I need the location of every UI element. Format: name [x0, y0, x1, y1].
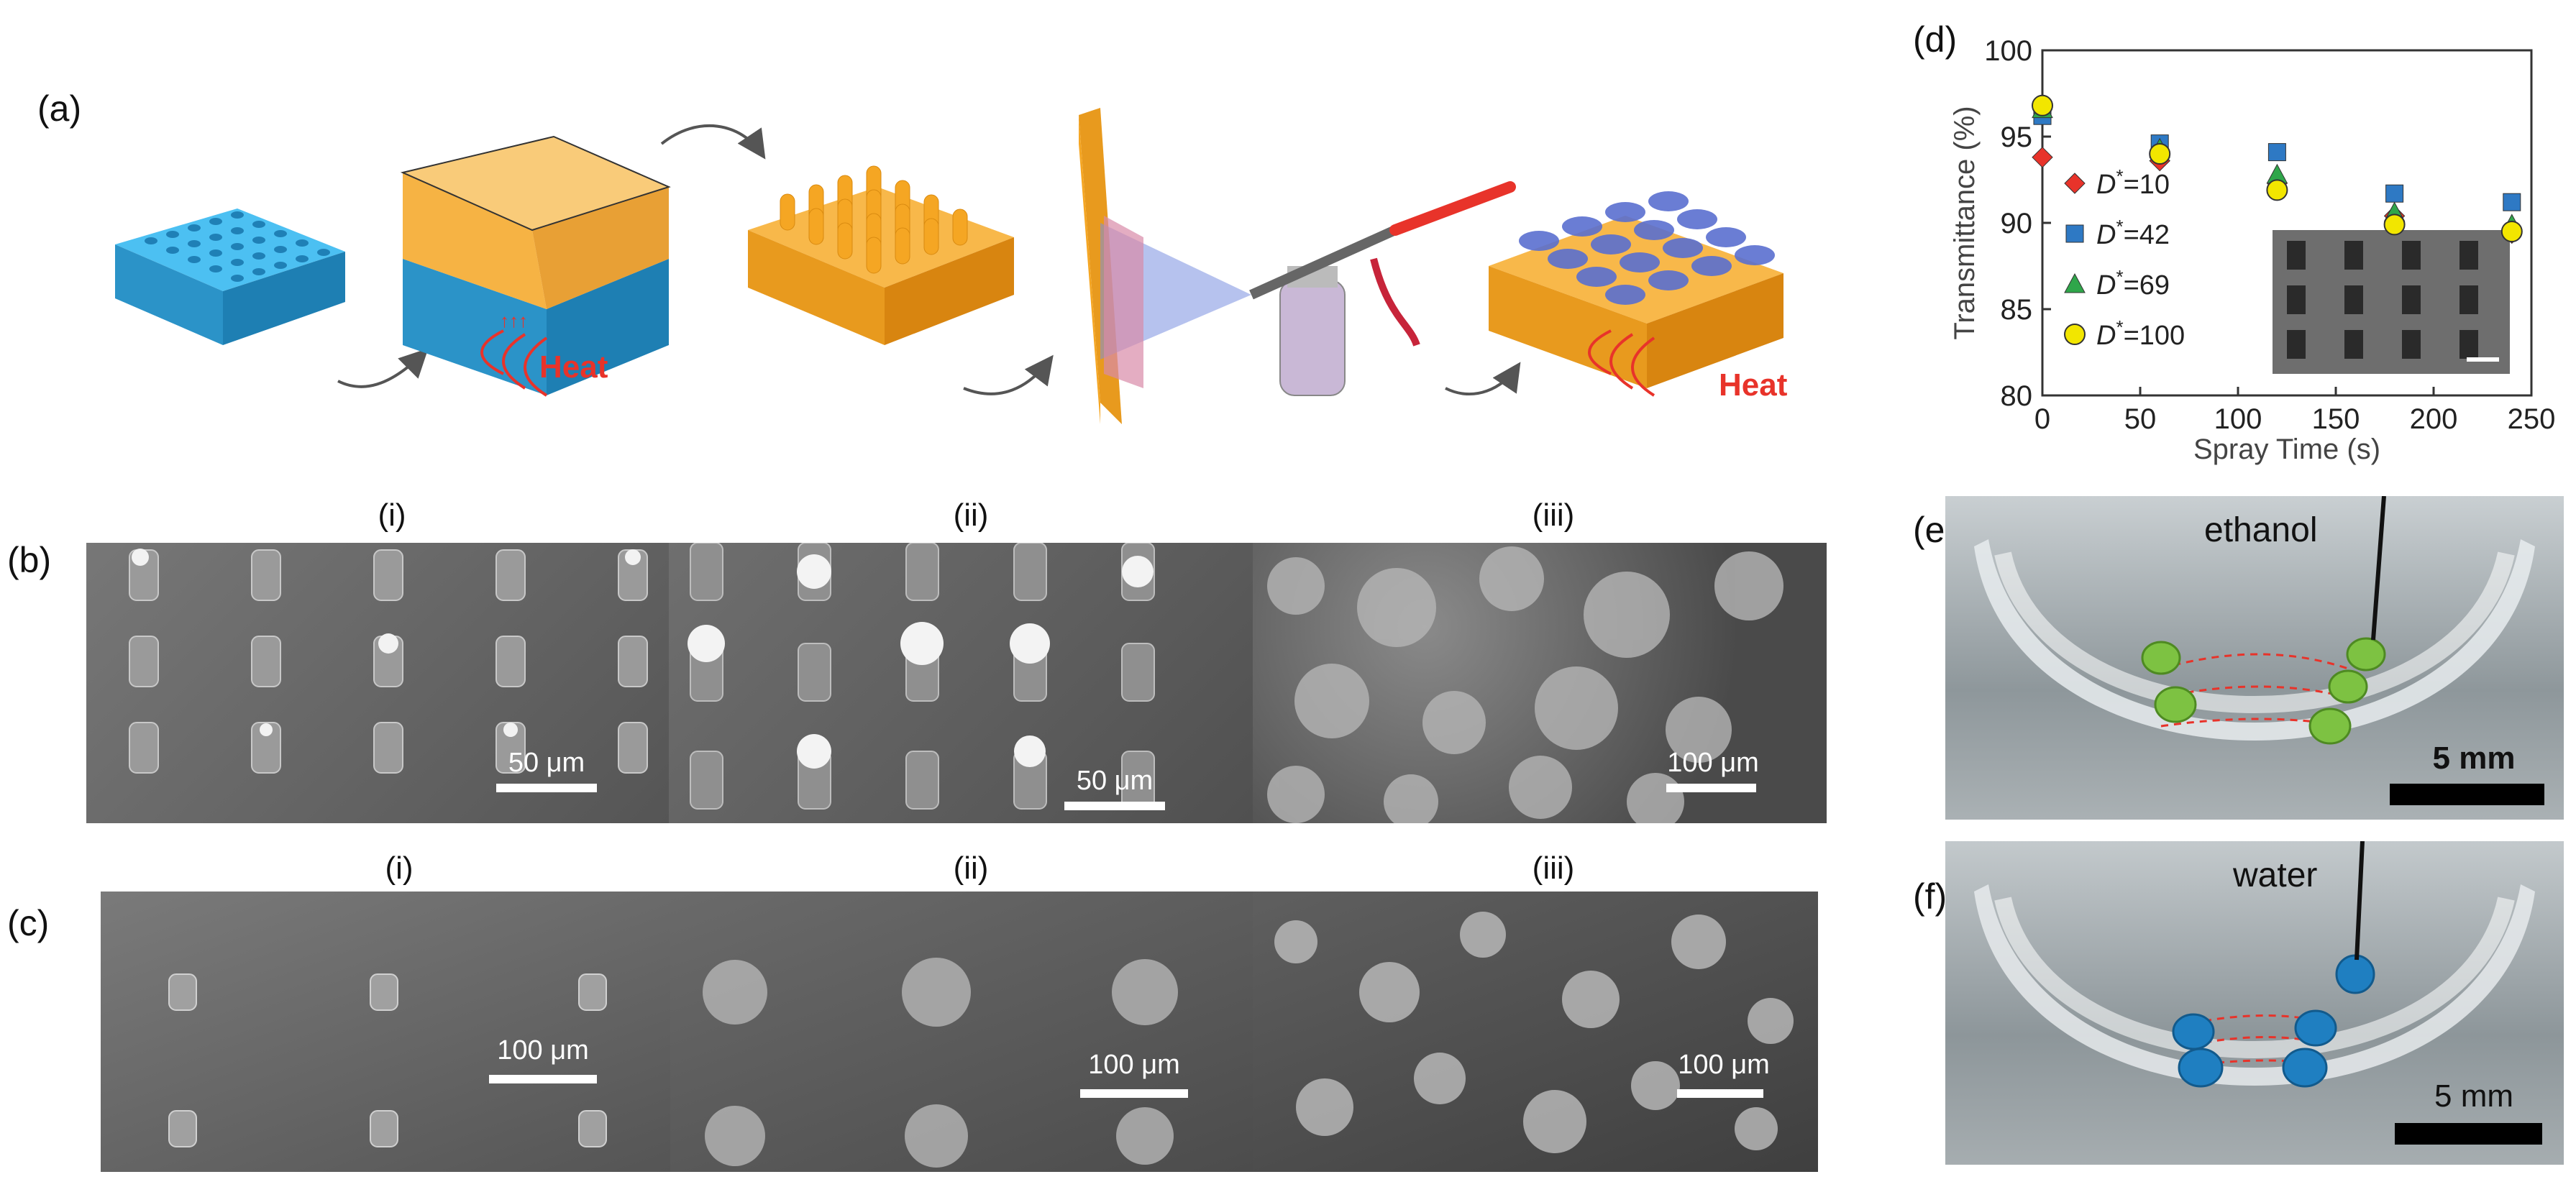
- sem-image-c-i: 100 μm: [101, 892, 670, 1172]
- inset-pillar: [2344, 285, 2363, 314]
- legend-label: D*=100: [2096, 316, 2185, 351]
- scalebar-f: [2395, 1123, 2542, 1145]
- panel-f-label: (f): [1913, 876, 1947, 917]
- coated-pillar-array: [1489, 191, 1783, 397]
- inset-pillar: [2287, 241, 2306, 270]
- scalebar-label-b-i: 50 μm: [508, 748, 585, 778]
- pdms-pillar-array: [748, 165, 1014, 345]
- pillar-pattern-c-i: [168, 973, 607, 1147]
- inset-pillar: [2402, 285, 2421, 314]
- inset-pillar: [2344, 330, 2363, 359]
- x-tick-label: 0: [2034, 403, 2050, 435]
- photo-ethanol-droplets: ethanol 5 mm: [1945, 496, 2564, 820]
- pillar-pattern-b-i: [129, 549, 648, 774]
- scalebar-label-c-i: 100 μm: [497, 1035, 589, 1065]
- x-tick-label: 50: [2124, 403, 2157, 435]
- scalebar-e: [2390, 784, 2544, 805]
- panel-b-sub-i: (i): [378, 498, 406, 533]
- data-point-circle: [2149, 143, 2171, 165]
- inset-pillar: [2402, 241, 2421, 270]
- data-point-square: [2503, 193, 2521, 211]
- data-point-square: [2267, 143, 2286, 162]
- cluster-pattern-c-iii: [1274, 912, 1794, 1153]
- channel-illustration-e: [1974, 496, 2535, 745]
- panel-c-sub-iii: (iii): [1532, 851, 1575, 886]
- y-tick-label: 95: [2001, 122, 2033, 153]
- inset-pillar: [2287, 285, 2306, 314]
- x-tick-label: 100: [2214, 403, 2262, 435]
- scalebar-label-e: 5 mm: [2432, 741, 2516, 776]
- x-tick-label: 200: [2410, 403, 2458, 435]
- scalebar-label-f: 5 mm: [2434, 1078, 2513, 1114]
- spray-coating-step: [1079, 108, 1516, 424]
- sem-image-c-iii: 100 μm: [1253, 892, 1818, 1172]
- panel-c-sub-ii: (ii): [953, 851, 989, 886]
- data-point-square: [2385, 184, 2404, 203]
- inset-pillar: [2459, 241, 2478, 270]
- data-point-circle: [2500, 221, 2523, 242]
- inset-pillar: [2459, 330, 2478, 359]
- y-tick-label: 100: [1984, 35, 2032, 67]
- data-point-circle: [2383, 214, 2406, 236]
- channel-illustration-f: [1974, 841, 2535, 1088]
- sem-image-b-ii: 50 μm: [669, 543, 1253, 823]
- scalebar-b-iii: [1666, 784, 1756, 792]
- pillar-pattern-b-ii: [688, 543, 1155, 810]
- scalebar-b-ii: [1064, 802, 1165, 810]
- panel-a-label: (a): [37, 88, 82, 129]
- legend-label: D*=69: [2096, 266, 2170, 301]
- legend-label: D*=42: [2096, 216, 2170, 250]
- panel-c-sub-i: (i): [385, 851, 414, 886]
- sem-image-b-iii: 100 μm: [1253, 543, 1827, 823]
- heat-label-2: Heat: [1719, 367, 1788, 403]
- panel-b-sub-iii: (iii): [1532, 498, 1575, 533]
- data-point-circle: [2032, 94, 2053, 116]
- photo-water-droplets: water 5 mm: [1945, 841, 2564, 1165]
- inset-pillar: [2287, 330, 2306, 359]
- scalebar-c-iii: [1677, 1089, 1763, 1098]
- scalebar-c-ii: [1080, 1089, 1188, 1098]
- legend-marker-circle: [2064, 324, 2086, 345]
- pdms-cast-mold: ↑↑↑: [400, 135, 671, 397]
- inset-pillar: [2402, 330, 2421, 359]
- x-tick-label: 150: [2312, 403, 2360, 435]
- panel-d-label: (d): [1913, 19, 1958, 60]
- sem-image-c-ii: 100 μm: [670, 892, 1253, 1172]
- liquid-label-water: water: [2233, 856, 2318, 894]
- blue-mold: [115, 208, 345, 345]
- inset-pillar: [2344, 241, 2363, 270]
- legend-label: D*=10: [2096, 165, 2170, 200]
- data-point-diamond: [2032, 147, 2053, 168]
- scalebar-label-b-ii: 50 μm: [1076, 766, 1154, 796]
- x-axis-label: Spray Time (s): [2193, 434, 2380, 465]
- inset-pillar: [2459, 285, 2478, 314]
- svg-text:↑↑↑: ↑↑↑: [500, 310, 528, 331]
- liquid-label-ethanol: ethanol: [2204, 511, 2318, 549]
- scalebar-c-i: [489, 1075, 597, 1083]
- x-tick-label: 250: [2508, 403, 2556, 435]
- y-axis-label: Transmittance (%): [1949, 106, 1981, 339]
- heat-label-1: Heat: [539, 349, 608, 385]
- panel-b-sub-ii: (ii): [953, 498, 989, 533]
- scalebar-label-c-iii: 100 μm: [1678, 1050, 1770, 1080]
- scalebar-label-c-ii: 100 μm: [1088, 1050, 1180, 1080]
- texture-b-iii: [1267, 546, 1783, 823]
- y-tick-label: 85: [2001, 294, 2033, 326]
- panel-c-label: (c): [7, 903, 50, 943]
- legend-marker-diamond: [2064, 173, 2086, 194]
- y-tick-label: 80: [2001, 380, 2033, 412]
- fabrication-schematic: ↑↑↑ Heat: [115, 108, 1788, 424]
- data-point-circle: [2266, 179, 2288, 201]
- legend-marker-triangle: [2064, 272, 2086, 293]
- panel-b-label: (b): [7, 540, 52, 580]
- y-tick-label: 90: [2001, 208, 2033, 239]
- scalebar-label-b-iii: 100 μm: [1667, 748, 1759, 778]
- sem-image-b-i: 50 μm: [86, 543, 669, 823]
- cluster-pattern-c-ii: [703, 958, 1178, 1168]
- legend-marker-square: [2065, 224, 2084, 243]
- scalebar-b-i: [496, 784, 597, 792]
